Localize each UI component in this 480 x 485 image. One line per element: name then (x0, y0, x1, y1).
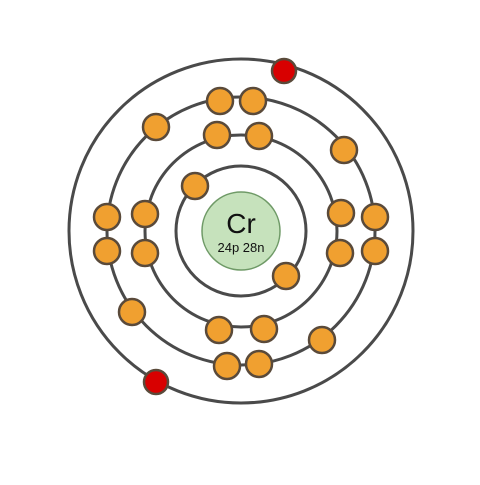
electron-shell-3 (92, 236, 122, 266)
electron-shell-2 (204, 315, 234, 345)
element-symbol: Cr (226, 208, 256, 239)
electron-shell-3 (329, 135, 359, 165)
orbit-shell-2 (143, 133, 339, 329)
electron-shell-3 (307, 325, 337, 355)
electron-shell-2 (130, 238, 160, 268)
electrons (92, 57, 390, 396)
electron-shell-2 (244, 121, 274, 151)
orbit-shell-1 (174, 164, 308, 298)
electron-shell-4-valence (270, 57, 298, 85)
orbit-shell-4 (67, 57, 415, 405)
electron-shell-2 (249, 314, 279, 344)
nucleus-circle (201, 191, 281, 271)
electron-shell-1 (271, 261, 301, 291)
electron-shell-2 (130, 199, 160, 229)
electron-shell-3 (360, 202, 390, 232)
nucleus-composition: 24p 28n (218, 240, 265, 255)
electron-shell-3 (117, 297, 147, 327)
electron-shell-4-valence (142, 368, 170, 396)
electron-shell-2 (325, 238, 355, 268)
electron-shell-2 (202, 120, 232, 150)
electron-shell-3 (205, 86, 235, 116)
nucleus: Cr 24p 28n (201, 191, 281, 271)
electron-shell-3 (92, 202, 122, 232)
electron-shell-2 (326, 198, 356, 228)
electron-shell-3 (360, 236, 390, 266)
electron-shell-3 (238, 86, 268, 116)
electron-shell-3 (244, 349, 274, 379)
electron-shell-3 (212, 351, 242, 381)
electron-shell-1 (180, 171, 210, 201)
electron-shell-3 (141, 112, 171, 142)
